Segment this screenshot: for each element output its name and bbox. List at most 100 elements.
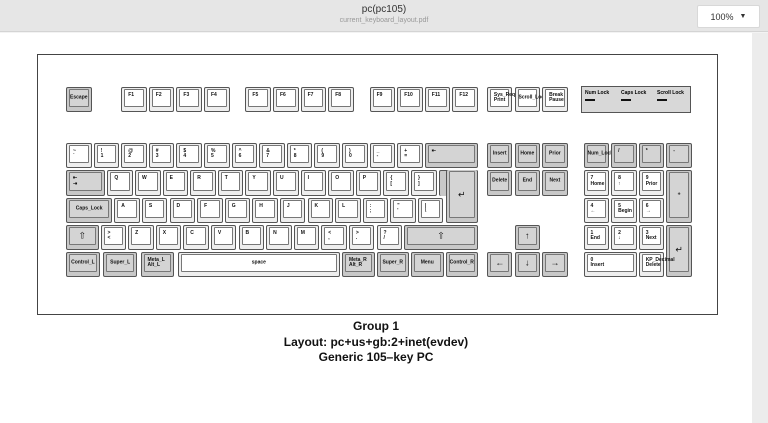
key[interactable]: += <box>397 143 423 169</box>
key[interactable]: >< <box>100 224 127 251</box>
key[interactable]: + <box>666 170 692 223</box>
key[interactable]: → <box>542 252 568 278</box>
key[interactable]: *8 <box>286 143 313 169</box>
key[interactable]: F4 <box>204 87 230 113</box>
key[interactable]: Control_L <box>66 252 100 278</box>
key[interactable]: G <box>224 197 251 223</box>
key[interactable]: F9 <box>369 87 396 113</box>
key[interactable]: &7 <box>259 143 285 169</box>
key[interactable]: "' <box>390 197 416 223</box>
key[interactable]: F11 <box>424 87 451 113</box>
key[interactable]: D <box>169 197 196 223</box>
key[interactable]: 8↑ <box>611 170 637 196</box>
key[interactable]: ^6 <box>231 143 258 169</box>
key[interactable]: )0 <box>342 143 368 169</box>
key[interactable]: I <box>300 170 327 196</box>
key[interactable]: ← <box>486 252 513 278</box>
key[interactable]: @2 <box>121 143 147 169</box>
key[interactable]: J <box>279 197 306 223</box>
key[interactable]: F5 <box>245 87 271 113</box>
key[interactable]: Escape <box>66 87 92 113</box>
key[interactable]: W <box>135 170 161 196</box>
key[interactable]: :; <box>362 197 389 223</box>
key[interactable]: / <box>611 143 637 169</box>
key[interactable]: End <box>514 170 541 196</box>
key[interactable]: ⇧ <box>404 224 478 251</box>
key[interactable]: Super_R <box>376 252 409 278</box>
key[interactable]: F <box>197 197 223 223</box>
key[interactable]: S <box>141 197 168 223</box>
key[interactable]: Z <box>128 224 154 251</box>
key[interactable]: ⇧ <box>66 224 99 251</box>
key[interactable]: V <box>210 224 237 251</box>
key[interactable]: * <box>638 143 665 169</box>
key[interactable]: L <box>335 197 361 223</box>
key[interactable]: F7 <box>300 87 327 113</box>
key[interactable]: |\ <box>417 197 444 223</box>
key[interactable]: !1 <box>93 143 120 169</box>
key[interactable]: F6 <box>273 87 299 113</box>
key[interactable]: 6→ <box>638 197 665 223</box>
key[interactable]: Y <box>245 170 271 196</box>
key[interactable]: B <box>238 224 265 251</box>
key[interactable]: R <box>190 170 216 196</box>
key[interactable]: Super_L <box>103 252 138 278</box>
key[interactable]: 4← <box>583 197 610 223</box>
key[interactable]: (9 <box>314 143 340 169</box>
key[interactable]: ⇤⇥ <box>66 170 106 196</box>
key[interactable]: M <box>293 224 320 251</box>
key[interactable]: P <box>355 170 382 196</box>
key[interactable]: Next <box>542 170 568 196</box>
key[interactable]: ↵ <box>445 170 478 223</box>
key[interactable]: U <box>273 170 299 196</box>
key[interactable]: F1 <box>121 87 147 113</box>
key[interactable]: F12 <box>452 87 478 113</box>
key[interactable]: Caps_Lock <box>66 197 113 223</box>
key[interactable]: A <box>114 197 140 223</box>
key[interactable]: K <box>307 197 334 223</box>
key[interactable]: ?/ <box>376 224 403 251</box>
key[interactable]: Prior <box>542 143 568 169</box>
key[interactable]: >. <box>348 224 375 251</box>
key[interactable]: {[ <box>383 170 409 196</box>
key[interactable]: ↓ <box>514 252 541 278</box>
key[interactable]: _- <box>369 143 396 169</box>
key[interactable]: ~` <box>66 143 92 169</box>
key[interactable]: T <box>217 170 244 196</box>
key[interactable]: 2↓ <box>611 224 637 251</box>
key[interactable]: X <box>155 224 182 251</box>
key[interactable]: N <box>266 224 292 251</box>
key[interactable]: <, <box>321 224 347 251</box>
key[interactable]: Delete <box>486 170 513 196</box>
key[interactable]: H <box>252 197 278 223</box>
key[interactable]: - <box>666 143 692 169</box>
zoom-dropdown[interactable]: 100%▼ <box>697 5 760 28</box>
key[interactable]: space <box>177 252 340 278</box>
key[interactable]: ↑ <box>514 224 541 251</box>
scrollbar[interactable] <box>752 33 768 423</box>
key[interactable]: Scroll_Lock <box>514 87 547 113</box>
key[interactable]: }] <box>411 170 437 196</box>
key[interactable]: Home <box>514 143 541 169</box>
key[interactable]: C <box>183 224 209 251</box>
key[interactable]: $4 <box>176 143 202 169</box>
key[interactable]: ⇤ <box>424 143 478 169</box>
key[interactable]: ↵ <box>666 224 692 278</box>
key[interactable]: F2 <box>148 87 175 113</box>
key[interactable]: F3 <box>176 87 202 113</box>
key[interactable]: Q <box>107 170 133 196</box>
key[interactable]: Control_R <box>445 252 478 278</box>
key[interactable]: Menu <box>411 252 444 278</box>
key[interactable]: Insert <box>486 143 513 169</box>
